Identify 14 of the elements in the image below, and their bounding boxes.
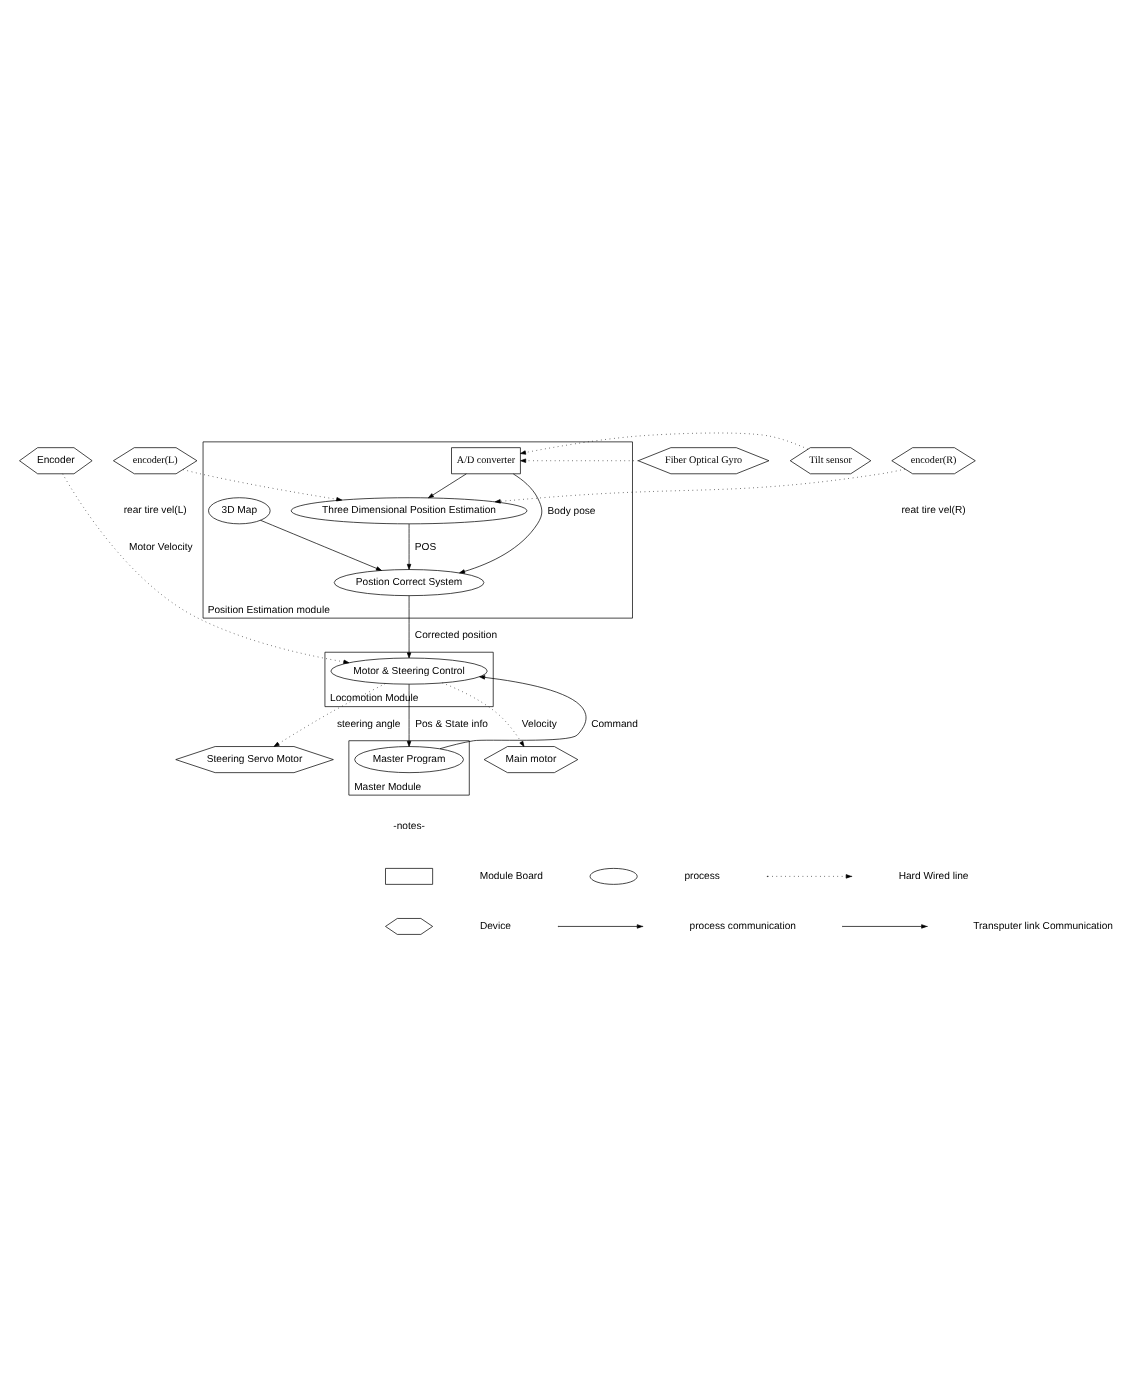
- arrow: [428, 472, 467, 498]
- arrow: [406, 522, 412, 569]
- arrow: [182, 468, 343, 501]
- arrow: [459, 472, 543, 573]
- arrow: [439, 674, 587, 749]
- arrow: [260, 518, 382, 570]
- arrow: [520, 431, 809, 454]
- arrow: [273, 682, 386, 746]
- arrow: [442, 681, 525, 746]
- arrow: [494, 467, 906, 503]
- arrow: [520, 457, 639, 462]
- arrow: [62, 472, 350, 663]
- arrow: [406, 682, 412, 746]
- arrow: [406, 594, 412, 658]
